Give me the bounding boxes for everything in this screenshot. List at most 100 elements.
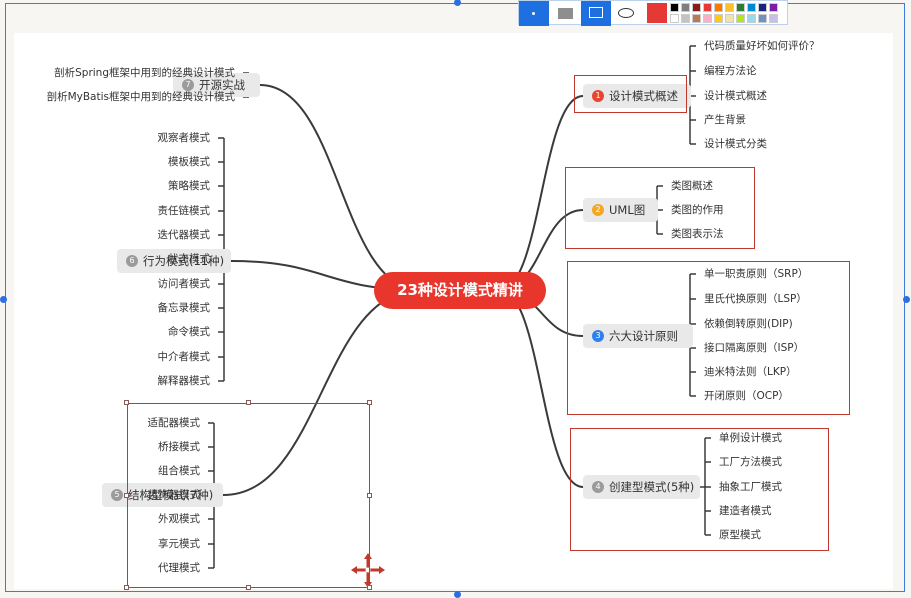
palette-swatch[interactable]	[769, 3, 778, 12]
frame-handle[interactable]	[0, 296, 7, 303]
highlight-box[interactable]	[574, 75, 687, 113]
branch-label: UML图	[609, 203, 646, 217]
leaf-topic[interactable]: 责任链模式	[157, 205, 211, 217]
central-topic[interactable]: 23种设计模式精讲	[374, 272, 546, 309]
leaf-topic[interactable]: 类图的作用	[671, 204, 724, 216]
branch-topic[interactable]: 3 六大设计原则	[583, 324, 693, 348]
ellipse-icon	[618, 8, 634, 18]
leaf-topic[interactable]: 类图概述	[671, 180, 713, 192]
frame-handle[interactable]	[454, 0, 461, 6]
frame-handle[interactable]	[454, 591, 461, 598]
leaf-topic[interactable]: 接口隔离原则（ISP）	[704, 342, 805, 354]
rectangle-tool-button[interactable]	[581, 1, 611, 26]
number-badge: 3	[592, 329, 604, 342]
resize-handle[interactable]	[245, 400, 251, 405]
branch-label: 六大设计原则	[609, 329, 678, 343]
leaf-topic[interactable]: 访问者模式	[157, 278, 211, 290]
leaf-topic[interactable]: 代码质量好坏如何评价？	[704, 40, 820, 52]
ellipse-tool-button[interactable]	[612, 1, 642, 26]
selected-highlight-box[interactable]	[127, 403, 370, 588]
cursor-tool-button[interactable]	[519, 1, 549, 26]
branch-label: 设计模式概述	[609, 89, 678, 103]
resize-handle[interactable]	[124, 400, 129, 405]
palette-swatch[interactable]	[758, 3, 767, 12]
palette-swatch[interactable]	[747, 3, 756, 12]
palette-swatch[interactable]	[670, 3, 679, 12]
leaf-topic[interactable]: 桥接模式	[158, 441, 200, 453]
branch-label: 结构型模式(7种)	[128, 488, 214, 502]
leaf-topic[interactable]: 开闭原则（OCP）	[704, 390, 789, 402]
leaf-topic[interactable]: 迪米特法则（LKP）	[704, 366, 797, 378]
palette-swatch[interactable]	[747, 14, 756, 23]
palette-swatch[interactable]	[769, 14, 778, 23]
leaf-topic[interactable]: 剖析MyBatis框架中用到的经典设计模式	[46, 91, 235, 103]
leaf-topic[interactable]: 依赖倒转原则(DIP)	[704, 318, 793, 330]
leaf-topic[interactable]: 原型模式	[719, 529, 761, 541]
highlight-box[interactable]	[567, 261, 850, 415]
leaf-topic[interactable]: 里氏代换原则（LSP）	[704, 293, 807, 305]
cursor-icon	[532, 12, 535, 15]
palette-swatch[interactable]	[725, 14, 734, 23]
leaf-topic[interactable]: 设计模式分类	[704, 138, 767, 150]
leaf-topic[interactable]: 设计模式概述	[704, 90, 767, 102]
leaf-topic[interactable]: 策略模式	[168, 180, 210, 192]
palette-swatch[interactable]	[703, 14, 712, 23]
resize-handle[interactable]	[367, 400, 372, 405]
leaf-topic[interactable]: 抽象工厂模式	[719, 481, 782, 493]
leaf-topic[interactable]: 工厂方法模式	[719, 456, 782, 468]
leaf-topic[interactable]: 状态模式	[168, 253, 210, 265]
resize-handle[interactable]	[367, 585, 372, 590]
palette-swatch[interactable]	[692, 3, 701, 12]
leaf-topic[interactable]: 剖析Spring框架中用到的经典设计模式	[54, 67, 235, 79]
resize-handle[interactable]	[124, 585, 129, 590]
resize-handle[interactable]	[245, 585, 251, 590]
frame-handle[interactable]	[903, 296, 910, 303]
leaf-topic[interactable]: 迭代器模式	[157, 229, 211, 241]
leaf-topic[interactable]: 享元模式	[158, 538, 200, 550]
palette-swatch[interactable]	[681, 3, 690, 12]
palette-swatch[interactable]	[714, 3, 723, 12]
highlight-rect-tool-button[interactable]	[550, 1, 580, 26]
branch-topic[interactable]: 5 结构型模式(7种)	[102, 483, 223, 507]
number-badge: 5	[111, 488, 123, 501]
leaf-topic[interactable]: 装饰器模式	[147, 489, 201, 501]
leaf-topic[interactable]: 单例设计模式	[719, 432, 782, 444]
resize-handle[interactable]	[367, 492, 372, 498]
leaf-topic[interactable]: 解释器模式	[157, 375, 211, 387]
number-badge: 7	[182, 78, 194, 91]
leaf-topic[interactable]: 中介者模式	[157, 351, 211, 363]
leaf-topic[interactable]: 备忘录模式	[157, 302, 211, 314]
leaf-topic[interactable]: 适配器模式	[147, 417, 201, 429]
active-color-swatch[interactable]	[647, 3, 667, 23]
leaf-topic[interactable]: 类图表示法	[671, 228, 724, 240]
palette-swatch[interactable]	[681, 14, 690, 23]
highlight-box[interactable]	[565, 167, 755, 249]
leaf-topic[interactable]: 代理模式	[158, 562, 200, 574]
palette-swatch[interactable]	[670, 14, 679, 23]
leaf-topic[interactable]: 模板模式	[168, 156, 210, 168]
leaf-topic[interactable]: 建造者模式	[719, 505, 772, 517]
palette-swatch[interactable]	[736, 14, 745, 23]
leaf-topic[interactable]: 编程方法论	[704, 65, 757, 77]
palette-swatch[interactable]	[736, 3, 745, 12]
palette-swatch[interactable]	[714, 14, 723, 23]
leaf-topic[interactable]: 单一职责原则（SRP）	[704, 268, 809, 280]
leaf-topic[interactable]: 产生背景	[704, 114, 746, 126]
leaf-topic[interactable]: 外观模式	[158, 513, 200, 525]
leaf-topic[interactable]: 命令模式	[168, 326, 210, 338]
leaf-topic[interactable]: 观察者模式	[157, 132, 211, 144]
palette-swatch[interactable]	[758, 14, 767, 23]
branch-label: 创建型模式(5种)	[609, 480, 695, 494]
palette-swatch[interactable]	[692, 14, 701, 23]
leaf-topic[interactable]: 组合模式	[158, 465, 200, 477]
resize-handle[interactable]	[124, 492, 129, 498]
highlight-box[interactable]	[570, 428, 829, 551]
palette-swatch[interactable]	[703, 3, 712, 12]
palette-swatch[interactable]	[725, 3, 734, 12]
